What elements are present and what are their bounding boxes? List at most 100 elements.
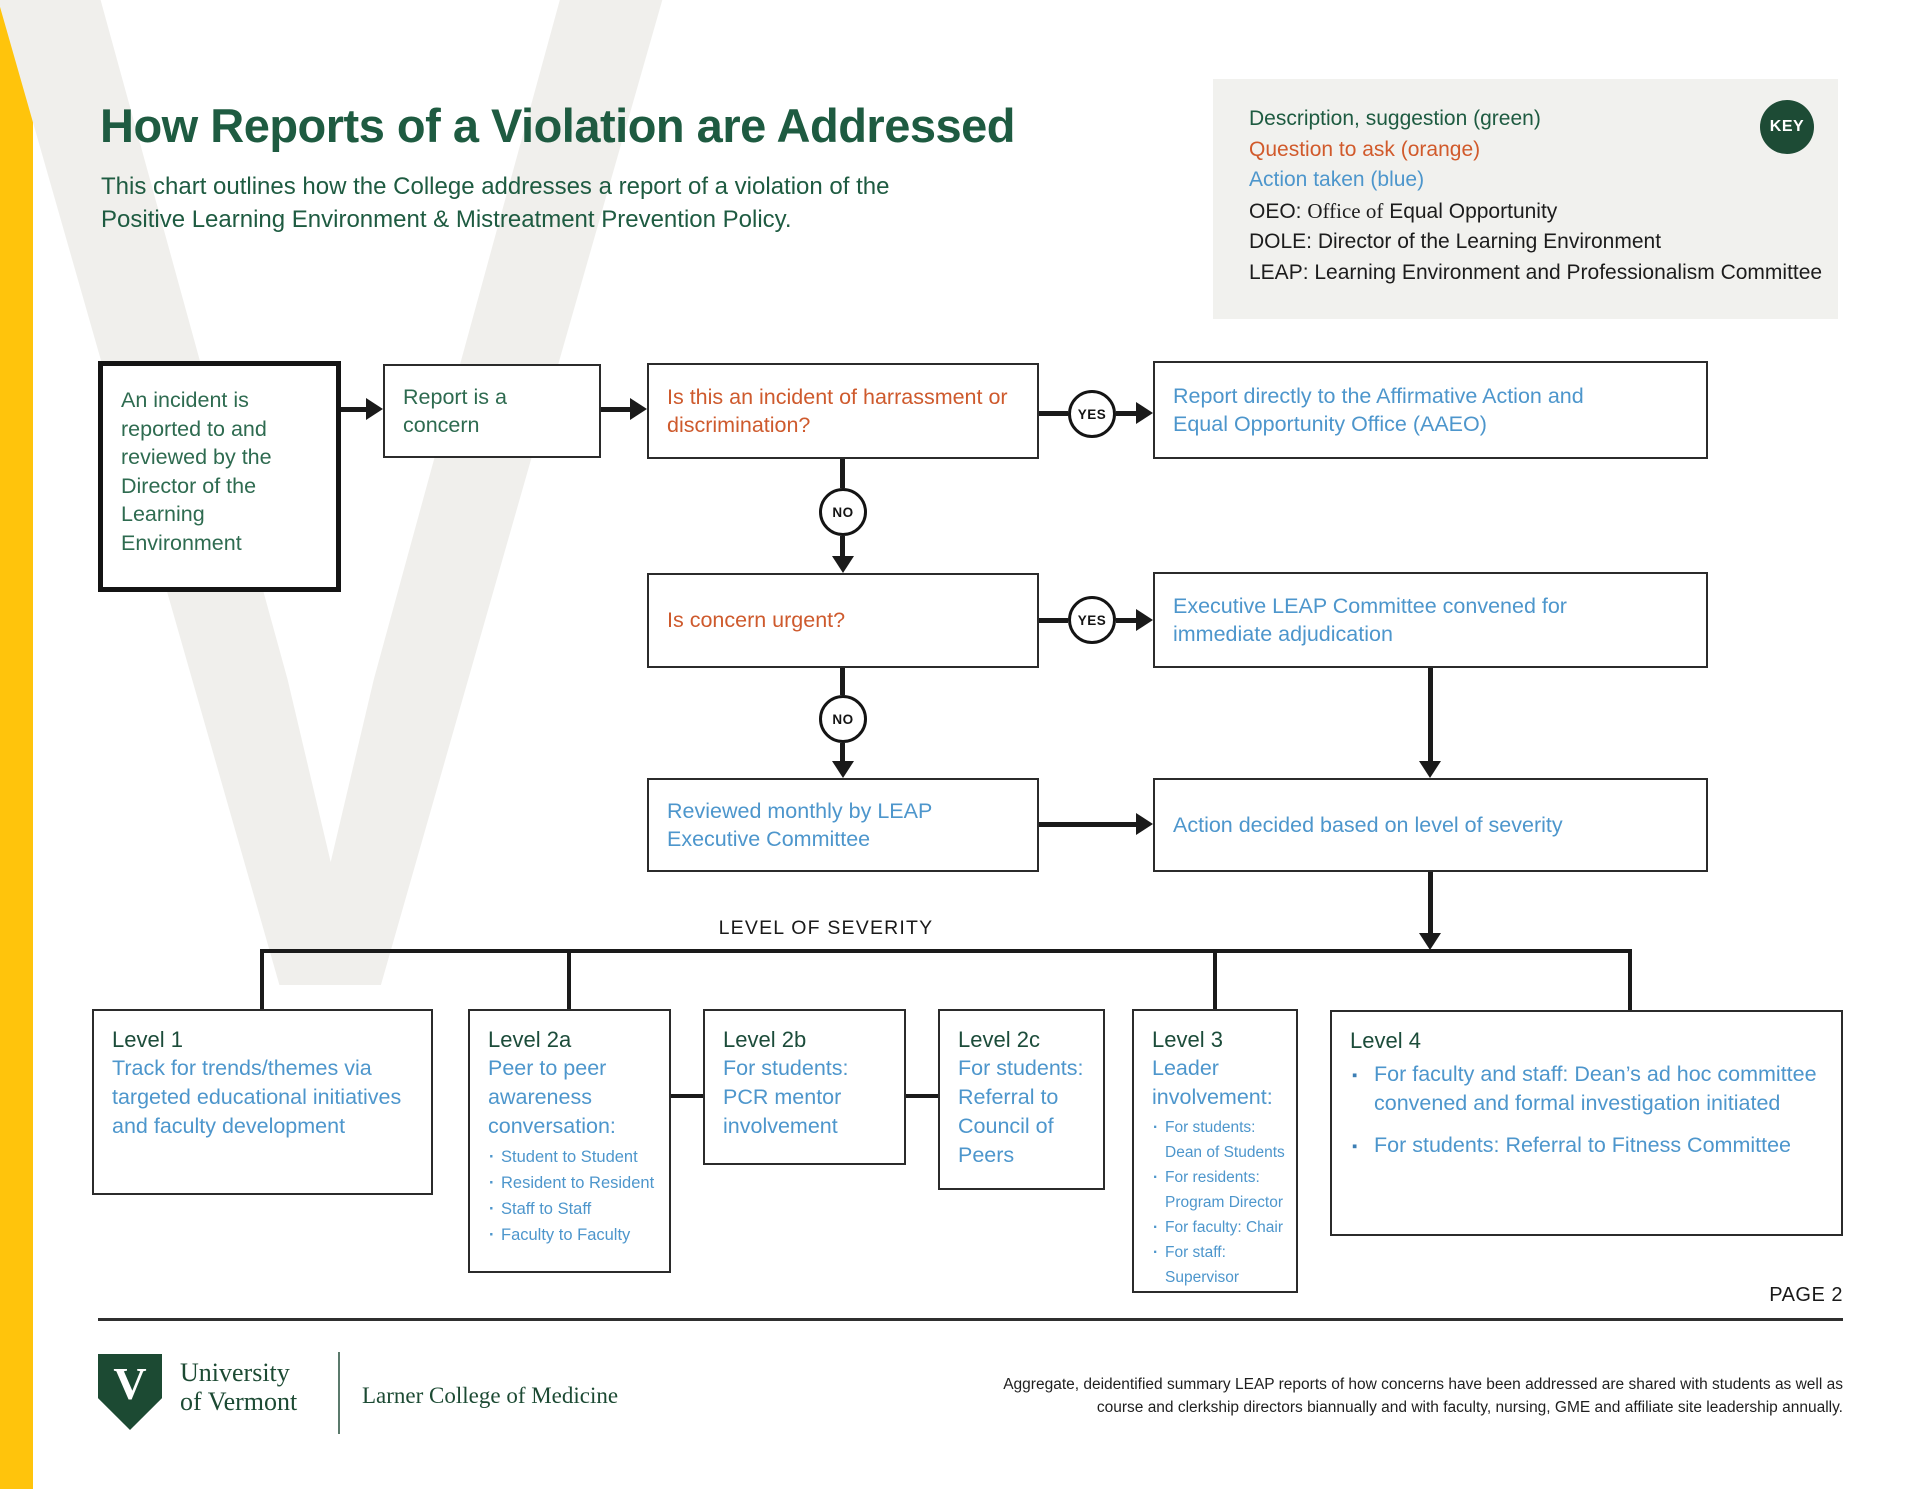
page-title: How Reports of a Violation are Addressed xyxy=(100,99,1015,152)
connector-line xyxy=(840,668,845,695)
arrowhead xyxy=(832,761,854,778)
level-1-body: Track for trends/themes via targeted edu… xyxy=(112,1056,402,1138)
key-badge: KEY xyxy=(1760,100,1814,154)
logo-divider xyxy=(338,1352,340,1434)
key-entry-dole: DOLE: Director of the Learning Environme… xyxy=(1249,230,1662,254)
arrowhead xyxy=(630,398,647,420)
college-name: Larner College of Medicine xyxy=(362,1383,619,1408)
flow-box-concern: Report is a concern xyxy=(383,364,601,458)
page-subtitle: This chart outlines how the College addr… xyxy=(101,170,961,236)
connector-line xyxy=(601,407,632,412)
level-2a-heading: Level 2a xyxy=(488,1027,572,1052)
list-item: For residents: Program Director xyxy=(1152,1165,1294,1215)
connector-line xyxy=(1428,668,1433,763)
arrowhead xyxy=(832,556,854,573)
list-item: For students: Dean of Students xyxy=(1152,1115,1294,1165)
connector-line xyxy=(840,536,845,558)
list-item: Staff to Staff xyxy=(488,1196,665,1222)
key-entry-action: Action taken (blue) xyxy=(1249,168,1425,192)
level-3-box: Level 3 Leader involvement: For students… xyxy=(1132,1009,1298,1293)
level-2b-body: For students: PCR mentor involvement xyxy=(723,1056,849,1138)
connector-line xyxy=(1039,618,1068,623)
footer-note: Aggregate, deidentified summary LEAP rep… xyxy=(943,1374,1843,1419)
no-circle-urgent: NO xyxy=(819,695,867,743)
flow-box-harassment-question: Is this an incident of harrassment or di… xyxy=(647,363,1039,459)
footer-note-line1: Aggregate, deidentified summary LEAP rep… xyxy=(1003,1376,1843,1393)
footer-rule xyxy=(98,1318,1843,1321)
connector-line xyxy=(671,1094,703,1098)
connector-line xyxy=(1039,822,1138,827)
list-item: For staff: Supervisor xyxy=(1152,1240,1294,1290)
page-subtitle-line2: Positive Learning Environment & Mistreat… xyxy=(101,206,792,233)
connector-line xyxy=(840,459,845,488)
flow-box-incident: An incident is reported to and reviewed … xyxy=(98,361,341,592)
level-2a-bullets: Student to Student Resident to Resident … xyxy=(488,1144,665,1248)
connector-line xyxy=(840,743,845,762)
level-2c-body: For students: Referral to Council of Pee… xyxy=(958,1056,1084,1167)
university-name-line2: of Vermont xyxy=(180,1387,298,1416)
level-3-bullets: For students: Dean of Students For resid… xyxy=(1152,1115,1294,1290)
key-oeo-rest: Equal Opportunity xyxy=(1383,199,1558,223)
list-item: For students: Referral to Fitness Commit… xyxy=(1350,1131,1829,1161)
level-2b-box: Level 2b For students: PCR mentor involv… xyxy=(703,1009,906,1165)
connector-line xyxy=(341,407,368,412)
list-item: For faculty and staff: Dean’s ad hoc com… xyxy=(1350,1060,1829,1118)
key-oeo-prefix: OEO: xyxy=(1249,199,1308,223)
uvm-shield-logo: V xyxy=(98,1354,162,1430)
arrowhead xyxy=(1136,402,1153,424)
level-1-box: Level 1 Track for trends/themes via targ… xyxy=(92,1009,433,1195)
page-subtitle-line1: This chart outlines how the College addr… xyxy=(101,173,890,200)
level-3-heading: Level 3 xyxy=(1152,1027,1223,1052)
list-item: Faculty to Faculty xyxy=(488,1222,665,1248)
yes-circle-urgent: YES xyxy=(1068,596,1116,644)
arrowhead xyxy=(366,398,383,420)
key-oeo-serif: Office of xyxy=(1307,198,1384,223)
level-1-heading: Level 1 xyxy=(112,1027,183,1052)
arrowhead xyxy=(1136,813,1153,835)
arrowhead xyxy=(1136,609,1153,631)
footer-note-line2: course and clerkship directors biannuall… xyxy=(1096,1398,1843,1416)
connector-line xyxy=(260,949,264,1009)
level-4-heading: Level 4 xyxy=(1350,1028,1421,1053)
level-3-body: Leader involvement: xyxy=(1152,1056,1273,1109)
connector-line xyxy=(1116,618,1138,623)
yes-circle-harassment: YES xyxy=(1068,390,1116,438)
no-circle-harassment: NO xyxy=(819,488,867,536)
level-2c-box: Level 2c For students: Referral to Counc… xyxy=(938,1009,1105,1190)
list-item: For faculty: Chair xyxy=(1152,1215,1294,1240)
connector-line xyxy=(567,949,571,1009)
flow-box-monthly-review-action: Reviewed monthly by LEAP Executive Commi… xyxy=(647,778,1039,872)
level-2a-box: Level 2a Peer to peer awareness conversa… xyxy=(468,1009,671,1273)
list-item: Resident to Resident xyxy=(488,1170,665,1196)
flow-box-aaeo-action: Report directly to the Affirmative Actio… xyxy=(1153,361,1708,459)
shield-v-letter: V xyxy=(113,1358,147,1409)
exec-line1: Executive LEAP Committee convened for xyxy=(1173,593,1567,618)
connector-line xyxy=(906,1094,938,1098)
arrowhead xyxy=(1419,761,1441,778)
connector-line xyxy=(1039,411,1068,416)
connector-line xyxy=(1116,411,1138,416)
key-entry-oeo: OEO: Office of Equal Opportunity xyxy=(1249,196,1838,228)
gold-accent-bar xyxy=(0,0,33,1489)
level-2c-heading: Level 2c xyxy=(958,1027,1040,1052)
key-panel: KEY Description, suggestion (green) Ques… xyxy=(1213,79,1838,319)
key-entry-question: Question to ask (orange) xyxy=(1249,137,1481,161)
connector-line xyxy=(1628,949,1632,1010)
monthly-line2: Executive Committee xyxy=(667,827,871,851)
level-2a-body: Peer to peer awareness conversation: xyxy=(488,1056,616,1138)
level-2b-heading: Level 2b xyxy=(723,1027,807,1052)
exec-line2: immediate adjudication xyxy=(1173,622,1393,646)
connector-line xyxy=(1428,872,1433,934)
flow-box-exec-leap-action: Executive LEAP Committee convened for im… xyxy=(1153,572,1708,668)
severity-label: LEVEL OF SEVERITY xyxy=(718,917,934,939)
list-item: Student to Student xyxy=(488,1144,665,1170)
key-entry-leap: LEAP: Learning Environment and Professio… xyxy=(1249,260,1823,284)
university-name: University of Vermont xyxy=(180,1358,297,1416)
aaeo-line2: Equal Opportunity Office (AAEO) xyxy=(1173,412,1487,436)
level-4-box: Level 4 For faculty and staff: Dean’s ad… xyxy=(1330,1010,1843,1236)
key-entry-description: Description, suggestion (green) xyxy=(1249,107,1541,130)
monthly-line1: Reviewed monthly by LEAP xyxy=(667,798,933,823)
arrowhead xyxy=(1419,933,1441,950)
flow-box-severity-action: Action decided based on level of severit… xyxy=(1153,778,1708,872)
university-name-line1: University xyxy=(180,1358,290,1387)
